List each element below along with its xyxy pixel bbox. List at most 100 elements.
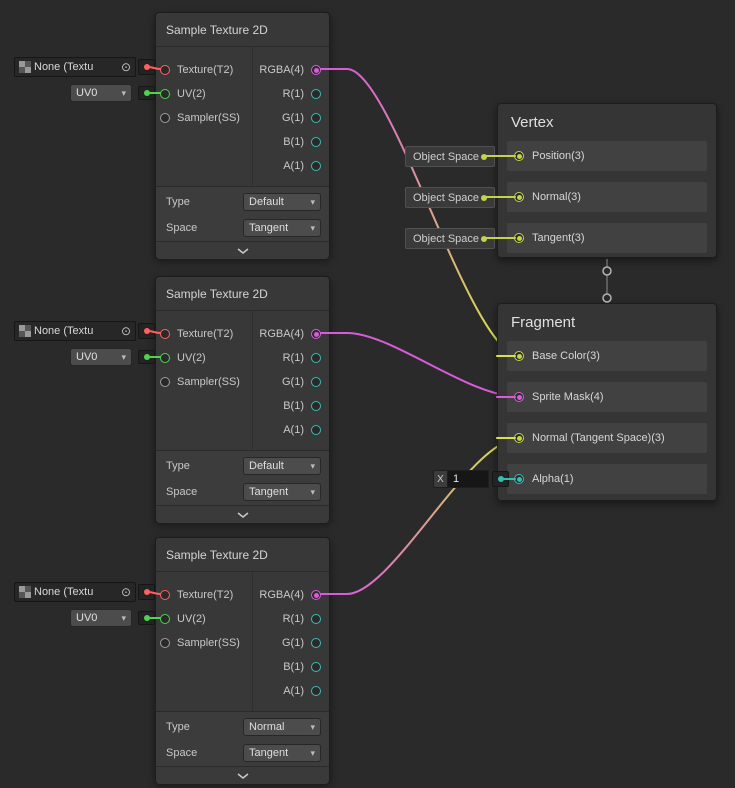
- uv-input-port[interactable]: [160, 614, 170, 624]
- vertex-node[interactable]: Vertex Position(3) Normal(3) Tangent(3): [497, 103, 717, 258]
- port-label: B(1): [283, 400, 304, 412]
- g-output-port[interactable]: [311, 638, 321, 648]
- uv-wire-port[interactable]: [144, 90, 150, 96]
- space-dropdown[interactable]: Tangent ▾: [243, 483, 321, 501]
- texture-wire-port[interactable]: [144, 328, 150, 334]
- port-label: Texture(T2): [177, 589, 233, 601]
- space-wire-port[interactable]: [481, 236, 487, 242]
- uv-channel-dropdown[interactable]: UV0 ▾: [70, 609, 132, 627]
- texture-object-field[interactable]: None (Textu ⊙: [14, 57, 136, 77]
- uv-wire-port[interactable]: [144, 615, 150, 621]
- wire-rgba1-to-base-color[interactable]: [317, 69, 520, 356]
- output-row-a: A(1): [283, 157, 321, 175]
- chevron-down-icon: ▾: [310, 461, 315, 472]
- r-output-port[interactable]: [311, 614, 321, 624]
- x-value-field[interactable]: 1: [448, 470, 489, 488]
- texture-input-port[interactable]: [160, 65, 170, 75]
- sampler-input-port[interactable]: [160, 638, 170, 648]
- port-label: Sampler(SS): [177, 637, 240, 649]
- normal-space-selector[interactable]: Object Space: [405, 187, 495, 208]
- rgba-output-port[interactable]: [311, 329, 321, 339]
- r-output-port[interactable]: [311, 353, 321, 363]
- node-header[interactable]: Sample Texture 2D: [156, 277, 329, 311]
- node-header[interactable]: Sample Texture 2D: [156, 538, 329, 572]
- sampler-input-port[interactable]: [160, 377, 170, 387]
- sample-texture-2d-node-3[interactable]: Sample Texture 2D Texture(T2) UV(2) Samp…: [155, 537, 330, 783]
- space-chip-label: Object Space: [413, 151, 479, 163]
- type-dropdown[interactable]: Normal ▾: [243, 718, 321, 736]
- rgba-output-port[interactable]: [311, 65, 321, 75]
- tangent-port[interactable]: [514, 233, 524, 243]
- tangent-block[interactable]: Tangent(3): [507, 223, 707, 253]
- uv-input-port[interactable]: [160, 89, 170, 99]
- a-output-port[interactable]: [311, 686, 321, 696]
- normal-block[interactable]: Normal(3): [507, 182, 707, 212]
- a-output-port[interactable]: [311, 161, 321, 171]
- wire-rgba3-to-normal-ts[interactable]: [317, 438, 520, 594]
- block-label: Base Color(3): [532, 350, 600, 362]
- g-output-port[interactable]: [311, 113, 321, 123]
- b-output-port[interactable]: [311, 401, 321, 411]
- collapse-button[interactable]: [156, 505, 329, 523]
- b-output-port[interactable]: [311, 137, 321, 147]
- type-value: Normal: [249, 721, 284, 733]
- port-label: A(1): [283, 685, 304, 697]
- type-dropdown[interactable]: Default ▾: [243, 193, 321, 211]
- object-picker-icon[interactable]: ⊙: [121, 325, 131, 337]
- position-port[interactable]: [514, 151, 524, 161]
- uv-channel-row-1: UV0 ▾: [70, 84, 155, 102]
- alpha-port[interactable]: [514, 474, 524, 484]
- texture-input-port[interactable]: [160, 329, 170, 339]
- rgba-output-port[interactable]: [311, 590, 321, 600]
- sample-texture-2d-node-1[interactable]: Sample Texture 2D Texture(T2) UV(2) Samp…: [155, 12, 330, 258]
- space-wire-port[interactable]: [481, 154, 487, 160]
- sprite-mask-block[interactable]: Sprite Mask(4): [507, 382, 707, 412]
- space-wire-port[interactable]: [481, 195, 487, 201]
- a-output-port[interactable]: [311, 425, 321, 435]
- port-label: UV(2): [177, 613, 206, 625]
- uv-channel-value: UV0: [76, 87, 97, 99]
- collapse-button[interactable]: [156, 766, 329, 784]
- texture-wire-port[interactable]: [144, 589, 150, 595]
- node-header[interactable]: Sample Texture 2D: [156, 13, 329, 47]
- collapse-button[interactable]: [156, 241, 329, 259]
- type-dropdown[interactable]: Default ▾: [243, 457, 321, 475]
- space-dropdown[interactable]: Tangent ▾: [243, 219, 321, 237]
- normal-tangent-space-block[interactable]: Normal (Tangent Space)(3): [507, 423, 707, 453]
- sampler-input-port[interactable]: [160, 113, 170, 123]
- output-row-b: B(1): [283, 658, 321, 676]
- g-output-port[interactable]: [311, 377, 321, 387]
- normal-port[interactable]: [514, 192, 524, 202]
- space-dropdown[interactable]: Tangent ▾: [243, 744, 321, 762]
- texture-object-field[interactable]: None (Textu ⊙: [14, 321, 136, 341]
- fragment-node[interactable]: Fragment Base Color(3) Sprite Mask(4) No…: [497, 303, 717, 501]
- object-picker-icon[interactable]: ⊙: [121, 586, 131, 598]
- alpha-wire-port[interactable]: [498, 476, 504, 482]
- object-picker-icon[interactable]: ⊙: [121, 61, 131, 73]
- texture-input-port[interactable]: [160, 590, 170, 600]
- sprite-mask-port[interactable]: [514, 392, 524, 402]
- type-label: Type: [166, 721, 190, 733]
- space-value: Tangent: [249, 222, 288, 234]
- texture-icon: [19, 325, 31, 337]
- texture-object-field[interactable]: None (Textu ⊙: [14, 582, 136, 602]
- position-block[interactable]: Position(3): [507, 141, 707, 171]
- wire-rgba2-to-sprite-mask[interactable]: [317, 333, 520, 397]
- normal-tangent-space-port[interactable]: [514, 433, 524, 443]
- r-output-port[interactable]: [311, 89, 321, 99]
- uv-wire-port[interactable]: [144, 354, 150, 360]
- alpha-block[interactable]: Alpha(1): [507, 464, 707, 494]
- uv-channel-dropdown[interactable]: UV0 ▾: [70, 348, 132, 366]
- sample-texture-2d-node-2[interactable]: Sample Texture 2D Texture(T2) UV(2) Samp…: [155, 276, 330, 522]
- position-space-selector[interactable]: Object Space: [405, 146, 495, 167]
- b-output-port[interactable]: [311, 662, 321, 672]
- uv-input-port[interactable]: [160, 353, 170, 363]
- base-color-block[interactable]: Base Color(3): [507, 341, 707, 371]
- stack-connector-dot-bottom: [603, 294, 611, 302]
- type-value: Default: [249, 196, 284, 208]
- tangent-space-selector[interactable]: Object Space: [405, 228, 495, 249]
- uv-channel-dropdown[interactable]: UV0 ▾: [70, 84, 132, 102]
- texture-wire-port[interactable]: [144, 64, 150, 70]
- base-color-port[interactable]: [514, 351, 524, 361]
